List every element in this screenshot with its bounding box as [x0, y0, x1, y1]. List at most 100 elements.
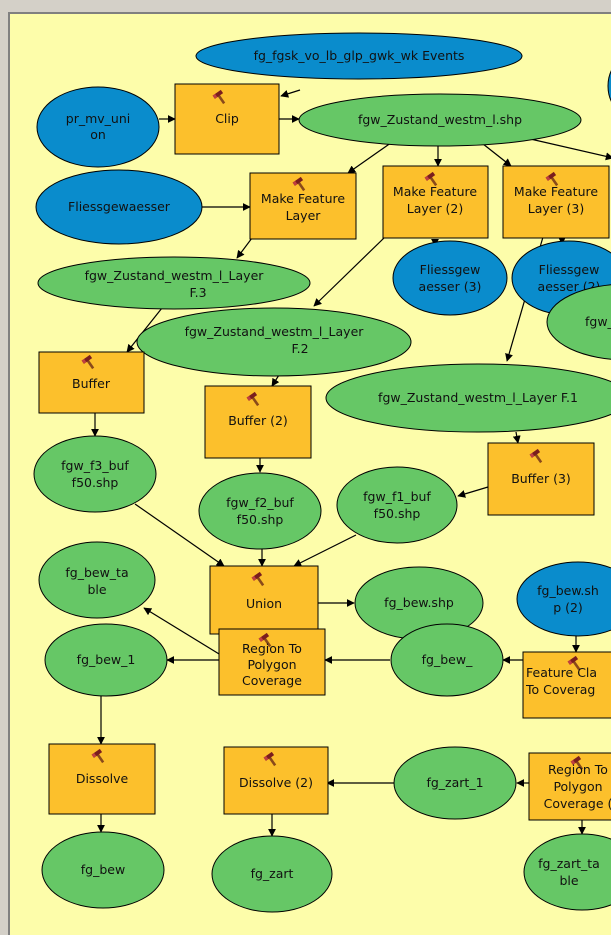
- connector: [457, 486, 489, 498]
- svg-text:Buffer (2): Buffer (2): [228, 413, 288, 428]
- tool-region-to-polygon-coverage-2[interactable]: Region To Polygon Coverage (: [528, 752, 611, 821]
- node-fliessgewaesser-3[interactable]: Fliessgew aesser (3): [392, 240, 508, 316]
- svg-text:fgw_: fgw_: [585, 314, 611, 329]
- tool-union[interactable]: Union: [209, 565, 319, 635]
- connector: [236, 237, 253, 259]
- node-fg-bew-shp-2[interactable]: fg_bew.sh p (2): [516, 561, 611, 637]
- node-fg-zart[interactable]: fg_zart: [211, 835, 333, 913]
- node-fliessgewaesser[interactable]: Fliessgewaesser: [35, 169, 203, 245]
- svg-text:To Coverag: To Coverag: [525, 682, 595, 697]
- node-fgw-partial[interactable]: fgw_: [546, 284, 611, 360]
- svg-text:f50.shp: f50.shp: [374, 506, 421, 521]
- tool-dissolve[interactable]: Dissolve: [48, 743, 156, 815]
- node-fg-bew-underscore[interactable]: fg_bew_: [390, 623, 504, 697]
- connector: [143, 607, 225, 658]
- svg-text:Feature Cla: Feature Cla: [526, 665, 597, 680]
- connector: [271, 374, 280, 387]
- svg-text:fg_bew.sh: fg_bew.sh: [537, 583, 599, 598]
- node-fg-bew[interactable]: fg_bew: [41, 831, 165, 909]
- svg-text:fg_fgsk_vo_lb_glp_gwk_wk Event: fg_fgsk_vo_lb_glp_gwk_wk Events: [254, 48, 465, 63]
- node-layer-f1[interactable]: fgw_Zustand_westm_l_Layer F.1: [325, 363, 611, 433]
- svg-text:Layer (2): Layer (2): [407, 201, 464, 216]
- tool-make-feature-layer-2[interactable]: Make Feature Layer (2): [382, 165, 489, 239]
- svg-text:fg_zart: fg_zart: [251, 866, 294, 881]
- svg-text:f50.shp: f50.shp: [237, 512, 284, 527]
- node-fg-bew-1[interactable]: fg_bew_1: [44, 623, 168, 697]
- svg-text:Fliessgew: Fliessgew: [539, 262, 600, 277]
- node-partial-blue-right[interactable]: [607, 56, 611, 116]
- svg-text:f50.shp: f50.shp: [72, 475, 119, 490]
- svg-text:fg_bew_ta: fg_bew_ta: [65, 565, 128, 580]
- connector: [126, 307, 163, 353]
- node-fg-fgsk-events[interactable]: fg_fgsk_vo_lb_glp_gwk_wk Events: [195, 32, 523, 80]
- tool-buffer-2[interactable]: Buffer (2): [204, 385, 312, 459]
- connector: [525, 137, 611, 161]
- svg-text:Fliessgew: Fliessgew: [420, 262, 481, 277]
- svg-text:fg_bew: fg_bew: [81, 862, 125, 877]
- svg-text:Dissolve (2): Dissolve (2): [239, 775, 313, 790]
- tool-region-to-polygon-coverage[interactable]: Region To Polygon Coverage: [218, 628, 326, 696]
- svg-text:fgw_f3_buf: fgw_f3_buf: [61, 458, 129, 473]
- node-fgw-zustand-shp[interactable]: fgw_Zustand_westm_l.shp: [298, 93, 582, 147]
- svg-text:Region To: Region To: [242, 641, 302, 656]
- svg-text:F.3: F.3: [189, 285, 206, 300]
- svg-text:fgw_Zustand_westm_l_Layer: fgw_Zustand_westm_l_Layer: [85, 268, 265, 283]
- svg-text:fg_bew_1: fg_bew_1: [77, 652, 136, 667]
- svg-text:fgw_f1_buf: fgw_f1_buf: [363, 489, 431, 504]
- node-fgw-f3-buf[interactable]: fgw_f3_buf f50.shp: [33, 435, 157, 513]
- svg-text:Coverage (: Coverage (: [544, 796, 611, 811]
- svg-text:Clip: Clip: [215, 111, 239, 126]
- svg-text:fg_bew.shp: fg_bew.shp: [384, 595, 454, 610]
- model-canvas[interactable]: fg_fgsk_vo_lb_glp_gwk_wk Events pr_mv_un…: [8, 12, 611, 935]
- svg-text:fgw_Zustand_westm_l.shp: fgw_Zustand_westm_l.shp: [358, 112, 522, 127]
- node-fg-bew-table[interactable]: fg_bew_ta ble: [38, 541, 156, 619]
- tool-make-feature-layer[interactable]: Make Feature Layer: [249, 172, 357, 240]
- tool-make-feature-layer-3[interactable]: Make Feature Layer (3): [502, 165, 610, 239]
- svg-text:on: on: [90, 127, 106, 142]
- svg-text:Union: Union: [246, 596, 282, 611]
- svg-text:ble: ble: [559, 873, 578, 888]
- connector: [347, 139, 396, 174]
- connector: [134, 503, 225, 567]
- tool-clip[interactable]: Clip: [174, 83, 280, 155]
- node-fgw-f2-buf[interactable]: fgw_f2_buf f50.shp: [198, 472, 322, 550]
- svg-text:fgw_Zustand_westm_l_Layer F.1: fgw_Zustand_westm_l_Layer F.1: [378, 390, 578, 405]
- svg-text:Coverage: Coverage: [242, 673, 302, 688]
- node-fg-zart-table[interactable]: fg_zart_ta ble: [523, 833, 611, 911]
- svg-text:p (2): p (2): [553, 600, 583, 615]
- model-diagram: fg_fgsk_vo_lb_glp_gwk_wk Events pr_mv_un…: [33, 32, 611, 913]
- svg-text:Polygon: Polygon: [553, 779, 602, 794]
- tool-buffer[interactable]: Buffer: [38, 351, 145, 414]
- svg-text:aesser (3): aesser (3): [419, 279, 482, 294]
- svg-text:Buffer: Buffer: [72, 376, 111, 391]
- svg-text:Make Feature: Make Feature: [261, 191, 345, 206]
- svg-text:Buffer (3): Buffer (3): [511, 471, 571, 486]
- svg-text:fg_bew_: fg_bew_: [422, 652, 473, 667]
- node-layer-f2[interactable]: fgw_Zustand_westm_l_Layer F.2: [136, 307, 412, 377]
- svg-text:ble: ble: [87, 582, 106, 597]
- connector: [280, 89, 301, 98]
- svg-text:Polygon: Polygon: [247, 657, 296, 672]
- svg-text:Make Feature: Make Feature: [393, 184, 477, 199]
- tool-feature-class-to-coverage[interactable]: Feature Cla To Coverag: [522, 651, 611, 719]
- svg-text:Layer (3): Layer (3): [528, 201, 585, 216]
- tool-dissolve-2[interactable]: Dissolve (2): [223, 746, 329, 815]
- node-pr-mv-union[interactable]: pr_mv_uni on: [36, 86, 160, 168]
- svg-text:Layer: Layer: [286, 208, 322, 223]
- svg-text:fgw_Zustand_westm_l_Layer: fgw_Zustand_westm_l_Layer: [185, 324, 365, 339]
- svg-text:Dissolve: Dissolve: [76, 771, 129, 786]
- svg-text:pr_mv_uni: pr_mv_uni: [66, 111, 130, 126]
- svg-text:fg_zart_1: fg_zart_1: [426, 775, 483, 790]
- node-fg-zart-1[interactable]: fg_zart_1: [393, 746, 517, 820]
- svg-text:Make Feature: Make Feature: [514, 184, 598, 199]
- svg-text:fg_zart_ta: fg_zart_ta: [538, 856, 600, 871]
- connector: [512, 431, 521, 444]
- connector: [293, 534, 357, 567]
- svg-text:F.2: F.2: [291, 341, 308, 356]
- node-layer-f3[interactable]: fgw_Zustand_westm_l_Layer F.3: [37, 256, 311, 310]
- tool-buffer-3[interactable]: Buffer (3): [487, 442, 595, 516]
- svg-text:Region To: Region To: [548, 762, 608, 777]
- node-fgw-f1-buf[interactable]: fgw_f1_buf f50.shp: [336, 466, 458, 544]
- connector: [313, 236, 386, 307]
